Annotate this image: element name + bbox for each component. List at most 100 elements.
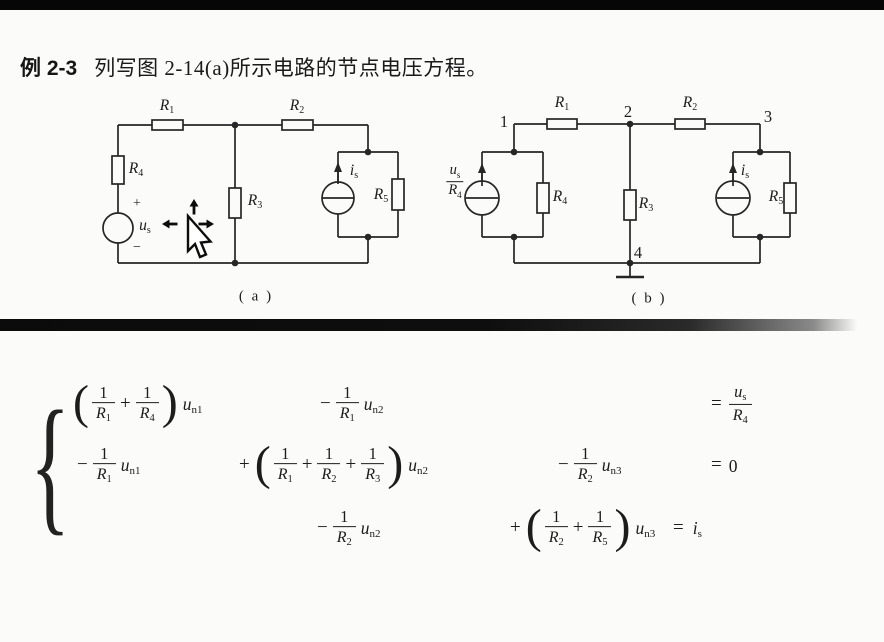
r-subscript: 1 xyxy=(106,474,112,486)
circuit-b xyxy=(464,118,797,279)
label-r1-b: R1 xyxy=(555,95,569,113)
pointer-arrow-icon xyxy=(186,212,213,259)
resistor-box-r3-b xyxy=(623,189,637,221)
r-symbol: R xyxy=(768,188,779,205)
r-subscript: 2 xyxy=(331,474,337,486)
r-symbol: R xyxy=(365,466,375,484)
r-subscript: 3 xyxy=(374,474,381,486)
r-symbol: R xyxy=(577,466,588,484)
u-symbol: u xyxy=(182,393,192,414)
i-symbol: i xyxy=(692,518,698,538)
numerator: 1 xyxy=(100,444,109,464)
denominator: R3 xyxy=(361,463,385,487)
wire xyxy=(513,123,761,152)
resistor-box-r2-a xyxy=(281,119,314,131)
r-subscript: 3 xyxy=(648,203,654,214)
r-symbol: R xyxy=(638,195,649,212)
video-artifact-band xyxy=(0,319,884,331)
denominator: R1 xyxy=(92,463,116,487)
node-dot xyxy=(231,121,239,129)
r-subscript: 2 xyxy=(346,537,352,549)
denominator: R2 xyxy=(544,526,568,550)
r-symbol: R xyxy=(682,94,693,111)
circuit-a xyxy=(102,119,405,267)
var-un3: un3 xyxy=(602,455,622,477)
node-dot xyxy=(626,259,634,267)
mouse-move-cursor xyxy=(162,199,214,259)
u-symbol: u xyxy=(635,517,645,538)
u-symbol: u xyxy=(734,381,743,401)
plus-operator: + xyxy=(239,453,250,475)
resistor-box-r3-a xyxy=(228,187,242,219)
resistor-box-r5-a xyxy=(391,178,405,211)
r-subscript: 5 xyxy=(778,196,784,207)
node-label-2: 2 xyxy=(623,101,633,121)
plus-operator: + xyxy=(345,453,357,475)
var-is: is xyxy=(693,518,702,540)
plus-operator: + xyxy=(120,392,131,414)
u-subscript: n2 xyxy=(416,464,428,477)
denominator: R4 xyxy=(135,402,159,426)
system-brace: { xyxy=(30,380,71,548)
denominator: R1 xyxy=(335,402,359,426)
var-un2: un2 xyxy=(361,518,381,540)
resistor-box-r1-a xyxy=(151,119,184,131)
r-symbol: R xyxy=(373,186,384,203)
r-symbol: R xyxy=(448,182,458,199)
label-us-a: us xyxy=(139,218,151,236)
r-symbol: R xyxy=(552,188,563,205)
node-dot xyxy=(756,233,764,241)
u-subscript: n1 xyxy=(129,464,141,477)
left-paren: ( xyxy=(254,436,271,490)
label-r3-b: R3 xyxy=(639,196,653,214)
r-subscript: 4 xyxy=(562,196,568,207)
current-arrow-head xyxy=(729,163,737,173)
r-symbol: R xyxy=(321,466,332,484)
numerator: 1 xyxy=(343,383,352,403)
numerator: 1 xyxy=(552,507,561,527)
minus-operator: − xyxy=(558,453,569,475)
arrow-right-icon xyxy=(206,219,214,229)
u-subscript: s xyxy=(146,225,151,236)
voltage-source-circle-us xyxy=(102,212,134,244)
r-symbol: R xyxy=(554,94,565,111)
plus-operator: + xyxy=(301,453,313,475)
fraction-denominator: R4 xyxy=(446,181,464,201)
pan-arrows-icon xyxy=(162,199,214,229)
r-subscript: 1 xyxy=(169,105,175,116)
node-dot xyxy=(364,233,372,241)
label-us-over-r4: us R4 xyxy=(446,163,464,201)
left-paren: ( xyxy=(525,499,542,553)
node-dot xyxy=(626,120,634,128)
node-dot xyxy=(231,259,239,267)
var-un2: un2 xyxy=(408,455,428,477)
arrow-up-shaft xyxy=(192,206,196,215)
current-arrow-head xyxy=(334,162,342,172)
i-symbol: i xyxy=(740,162,746,179)
node-label-1: 1 xyxy=(499,111,509,131)
node-dots-a xyxy=(231,121,372,267)
r-subscript: 5 xyxy=(602,537,608,549)
denominator: R2 xyxy=(332,526,356,550)
numerator: 1 xyxy=(368,444,377,464)
u-subscript: n2 xyxy=(372,403,384,416)
eq2-rhs: = 0 xyxy=(711,454,737,477)
r-subscript: 4 xyxy=(457,190,462,201)
polarity-plus: + xyxy=(133,196,141,211)
